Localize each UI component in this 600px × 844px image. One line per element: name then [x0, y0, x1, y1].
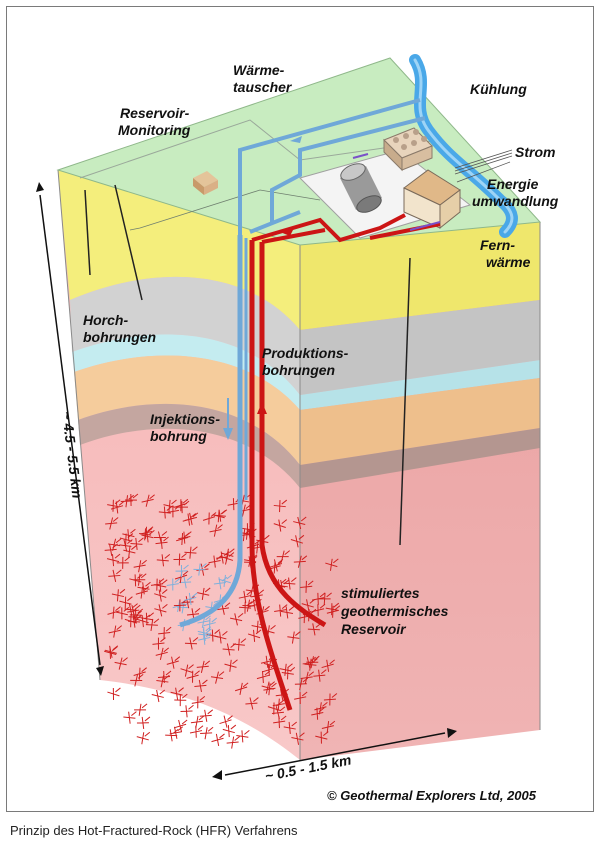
- label-horchbohrungen-2: bohrungen: [83, 329, 156, 345]
- fracture-mark: [190, 726, 203, 738]
- copyright-notice: © Geothermal Explorers Ltd, 2005: [327, 788, 537, 803]
- fracture-mark: [181, 705, 194, 717]
- label-kuehlung: Kühlung: [470, 81, 527, 97]
- label-horchbohrungen-1: Horch-: [83, 312, 128, 328]
- label-reservoir-monitoring-1: Reservoir-: [120, 105, 190, 121]
- fracture-mark: [220, 716, 233, 728]
- fracture-mark: [223, 725, 236, 737]
- label-energie-1: Energie: [487, 176, 539, 192]
- fracture-mark: [212, 734, 225, 746]
- fracture-mark: [200, 727, 213, 739]
- label-reservoir-monitoring-2: Monitoring: [118, 122, 191, 138]
- label-waermetauscher-2: tauscher: [233, 79, 293, 95]
- fracture-mark: [236, 730, 249, 742]
- label-reservoir-1: stimuliertes: [341, 585, 420, 601]
- label-injektionsbohrung-1: Injektions-: [150, 411, 220, 427]
- fracture-mark: [123, 712, 136, 724]
- label-reservoir-2: geothermisches: [340, 603, 449, 619]
- label-waermetauscher-1: Wärme-: [233, 62, 285, 78]
- fracture-mark: [227, 737, 240, 749]
- fracture-mark: [174, 720, 187, 732]
- fracture-mark: [165, 729, 178, 741]
- label-strom: Strom: [515, 144, 555, 160]
- fracture-mark: [152, 690, 165, 702]
- fracture-mark: [137, 717, 150, 729]
- label-produktionsbohrungen-2: bohrungen: [262, 362, 335, 378]
- block-right-face: [300, 222, 540, 760]
- label-fernwaerme-2: wärme: [486, 254, 531, 270]
- fracture-mark: [107, 688, 120, 700]
- fracture-mark: [134, 704, 147, 716]
- label-injektionsbohrung-2: bohrung: [150, 428, 207, 444]
- label-energie-2: umwandlung: [472, 193, 559, 209]
- label-reservoir-3: Reservoir: [341, 621, 407, 637]
- figure-caption: Prinzip des Hot-Fractured-Rock (HFR) Ver…: [10, 823, 298, 838]
- fracture-mark: [174, 694, 187, 706]
- fracture-mark: [137, 732, 150, 744]
- label-fernwaerme-1: Fern-: [480, 237, 515, 253]
- fracture-mark: [200, 710, 213, 722]
- label-produktionsbohrungen-1: Produktions-: [262, 345, 349, 361]
